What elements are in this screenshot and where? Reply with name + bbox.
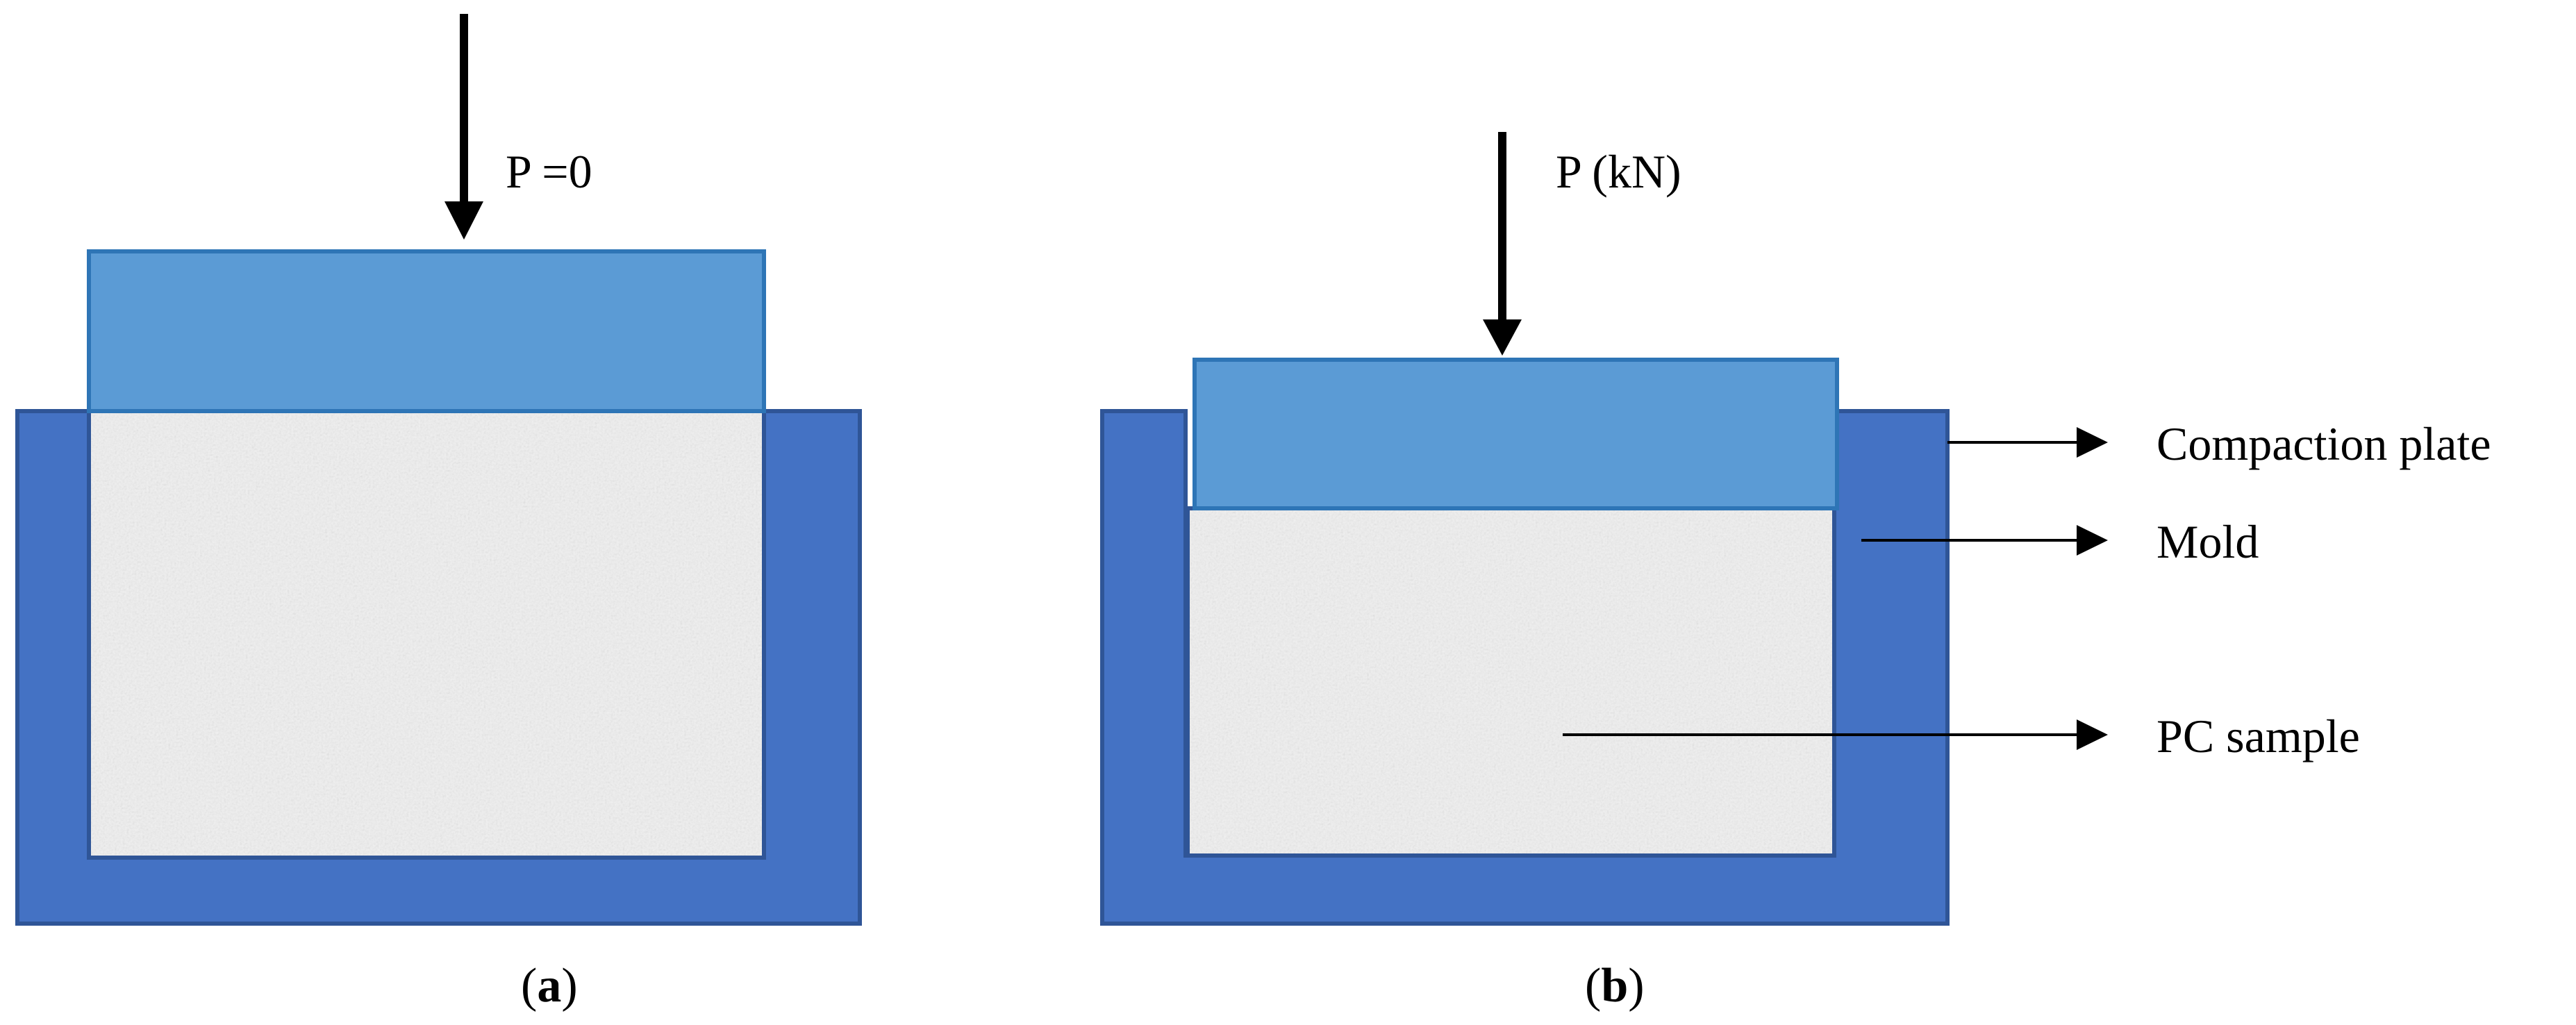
- compaction-plate-b: [1193, 358, 1839, 510]
- load-arrow-b-head: [1483, 319, 1522, 356]
- caption-b: (b): [1585, 959, 1645, 1012]
- compaction-plate-a: [87, 249, 766, 413]
- caption-a: (a): [521, 959, 578, 1012]
- callout-arrowhead-compaction-plate: [2077, 427, 2108, 458]
- load-label-b: P (kN): [1556, 145, 1681, 198]
- callout-arrowhead-mold: [2077, 525, 2108, 556]
- panel-b: P (kN) Compaction plate Mold PC sample (…: [1100, 132, 2491, 1012]
- callout-label-mold: Mold: [2157, 515, 2259, 568]
- callout-label-pc-sample: PC sample: [2157, 710, 2360, 762]
- caption-b-close: ): [1628, 959, 1644, 1012]
- callout-label-compaction-plate: Compaction plate: [2157, 417, 2491, 470]
- caption-b-letter: b: [1601, 959, 1628, 1012]
- caption-a-close: ): [561, 959, 577, 1012]
- load-arrow-a-head: [444, 201, 483, 240]
- caption-a-open: (: [521, 959, 537, 1012]
- pc-sample-texture-b: [1190, 510, 1832, 853]
- load-label-a: P =0: [506, 145, 592, 198]
- caption-b-open: (: [1585, 959, 1601, 1012]
- pc-sample-texture-a: [91, 413, 762, 856]
- caption-a-letter: a: [537, 959, 561, 1012]
- panel-a: P =0 (a): [15, 14, 862, 1012]
- callout-arrowhead-pc-sample: [2077, 719, 2108, 750]
